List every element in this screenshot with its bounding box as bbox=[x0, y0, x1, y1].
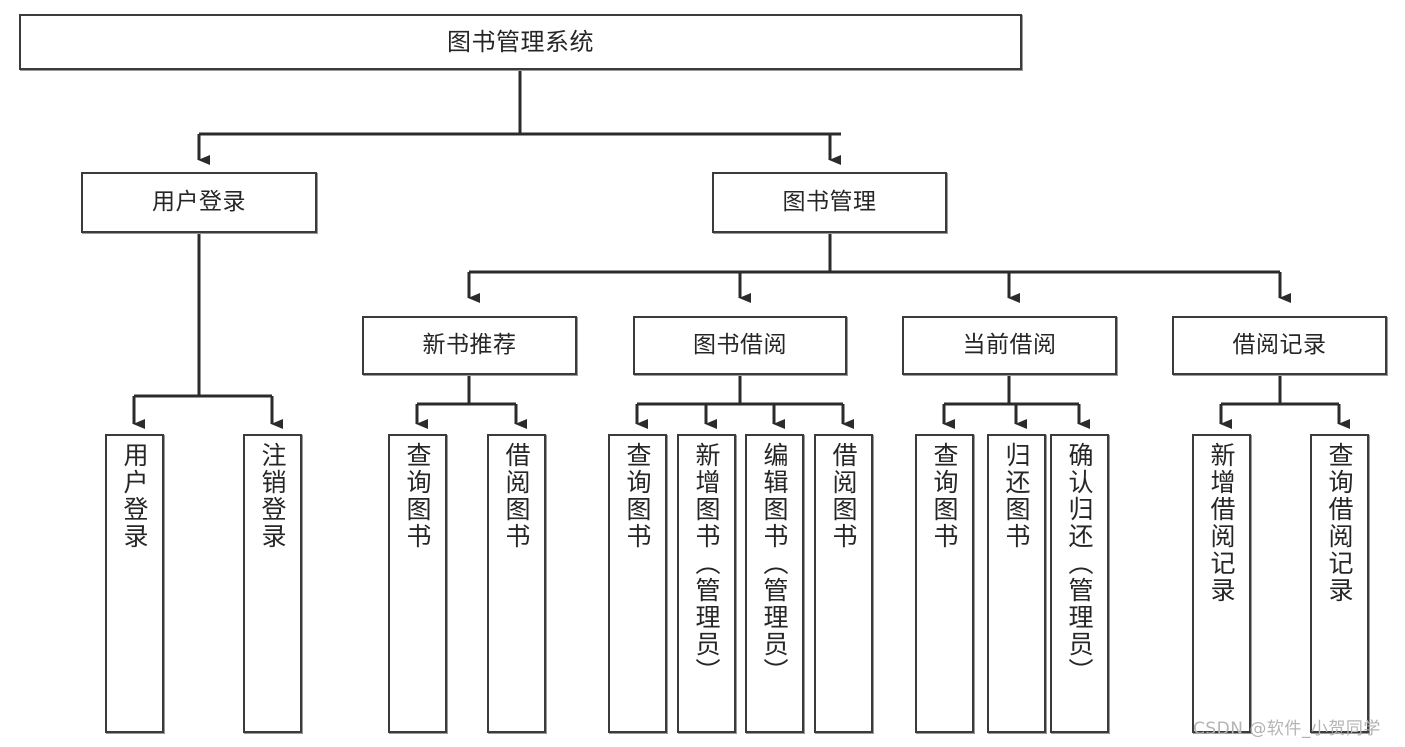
node-leaf-borrow-book-2[interactable]: 借阅图书 bbox=[814, 434, 873, 733]
node-book-manage-label: 图书管理 bbox=[782, 188, 877, 215]
node-book-borrow[interactable]: 图书借阅 bbox=[633, 316, 847, 375]
node-leaf-confirm-return-admin[interactable]: 确认归还（管理员） bbox=[1050, 434, 1109, 733]
node-new-book-recommend[interactable]: 新书推荐 bbox=[362, 316, 577, 375]
node-leaf-borrow-book-2-label: 借阅图书 bbox=[829, 442, 858, 550]
node-leaf-return-book[interactable]: 归还图书 bbox=[987, 434, 1046, 733]
node-leaf-borrow-book-1-label: 借阅图书 bbox=[502, 442, 531, 550]
node-leaf-query-record-label: 查询借阅记录 bbox=[1325, 442, 1354, 604]
node-leaf-logout-label: 注销登录 bbox=[258, 442, 287, 550]
node-root[interactable]: 图书管理系统 bbox=[19, 14, 1022, 70]
node-current-borrow[interactable]: 当前借阅 bbox=[902, 316, 1117, 375]
node-user-login-label: 用户登录 bbox=[152, 188, 246, 215]
node-current-borrow-label: 当前借阅 bbox=[962, 331, 1057, 358]
node-leaf-query-book-1-label: 查询图书 bbox=[403, 442, 432, 550]
node-root-label: 图书管理系统 bbox=[447, 27, 594, 56]
node-leaf-query-record[interactable]: 查询借阅记录 bbox=[1310, 434, 1369, 733]
node-leaf-query-book-3-label: 查询图书 bbox=[930, 442, 959, 550]
node-new-book-recommend-label: 新书推荐 bbox=[422, 331, 517, 358]
node-leaf-confirm-return-admin-label: 确认归还（管理员） bbox=[1065, 442, 1094, 685]
node-leaf-query-book-1[interactable]: 查询图书 bbox=[388, 434, 447, 733]
node-leaf-query-book-3[interactable]: 查询图书 bbox=[915, 434, 974, 733]
node-borrow-record-label: 借阅记录 bbox=[1232, 331, 1327, 358]
node-leaf-add-record-label: 新增借阅记录 bbox=[1207, 442, 1236, 604]
watermark-text: CSDN @软件_小贺同学 bbox=[1193, 719, 1381, 739]
node-leaf-edit-book-admin-label: 编辑图书（管理员） bbox=[760, 442, 789, 685]
node-leaf-add-book-admin-label: 新增图书（管理员） bbox=[692, 442, 721, 685]
node-borrow-record[interactable]: 借阅记录 bbox=[1172, 316, 1387, 375]
node-book-manage[interactable]: 图书管理 bbox=[712, 172, 947, 233]
node-leaf-logout[interactable]: 注销登录 bbox=[243, 434, 302, 733]
node-user-login[interactable]: 用户登录 bbox=[81, 172, 317, 233]
node-leaf-user-login-label: 用户登录 bbox=[120, 442, 149, 550]
node-leaf-query-book-2-label: 查询图书 bbox=[623, 442, 652, 550]
node-leaf-borrow-book-1[interactable]: 借阅图书 bbox=[487, 434, 546, 733]
node-leaf-add-book-admin[interactable]: 新增图书（管理员） bbox=[677, 434, 736, 733]
node-leaf-user-login[interactable]: 用户登录 bbox=[105, 434, 164, 733]
node-leaf-query-book-2[interactable]: 查询图书 bbox=[608, 434, 667, 733]
node-leaf-edit-book-admin[interactable]: 编辑图书（管理员） bbox=[745, 434, 804, 733]
node-leaf-return-book-label: 归还图书 bbox=[1002, 442, 1031, 550]
node-book-borrow-label: 图书借阅 bbox=[693, 331, 787, 358]
node-leaf-add-record[interactable]: 新增借阅记录 bbox=[1192, 434, 1251, 733]
